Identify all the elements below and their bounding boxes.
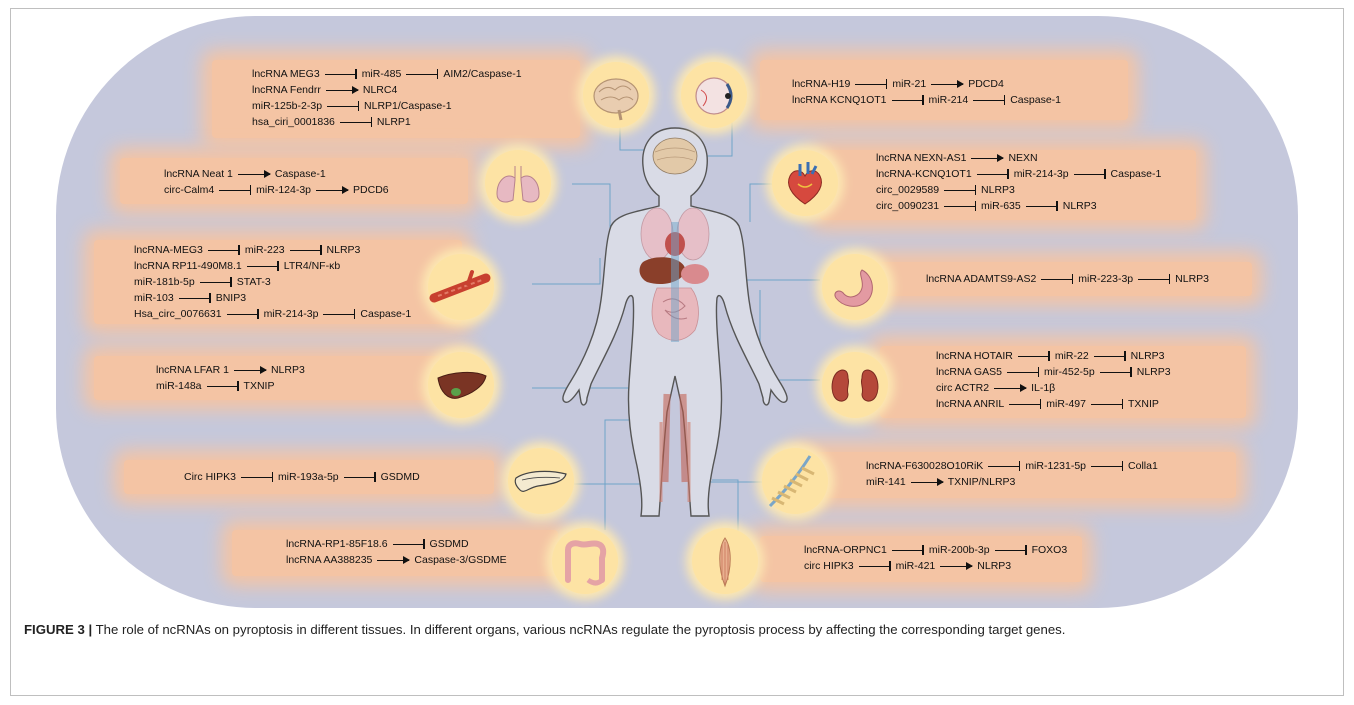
spine-circle (762, 448, 828, 514)
liver-circle (428, 352, 494, 418)
stomach-icon (822, 254, 888, 320)
figure-caption: FIGURE 3 | The role of ncRNAs on pyropto… (24, 620, 1324, 640)
eye-icon (681, 62, 747, 128)
liver-icon (428, 352, 494, 418)
vessel-circle (428, 254, 494, 320)
kidney-icon (822, 352, 888, 418)
heart-icon (772, 150, 838, 216)
colon-circle (552, 528, 618, 594)
kidney-circle (822, 352, 888, 418)
vessel-icon (428, 254, 494, 320)
muscle-circle (692, 528, 758, 594)
caption-text: The role of ncRNAs on pyroptosis in diff… (92, 622, 1065, 637)
pancreas-circle (508, 448, 574, 514)
eye-circle (681, 62, 747, 128)
muscle-icon (692, 528, 758, 594)
stomach-circle (822, 254, 888, 320)
heart-circle (772, 150, 838, 216)
brain-icon (583, 62, 649, 128)
spine-icon (762, 448, 828, 514)
lung-circle (485, 150, 551, 216)
figure-label: FIGURE 3 | (24, 622, 92, 637)
pancreas-icon (508, 448, 574, 514)
brain-circle (583, 62, 649, 128)
lung-icon (485, 150, 551, 216)
colon-icon (552, 528, 618, 594)
